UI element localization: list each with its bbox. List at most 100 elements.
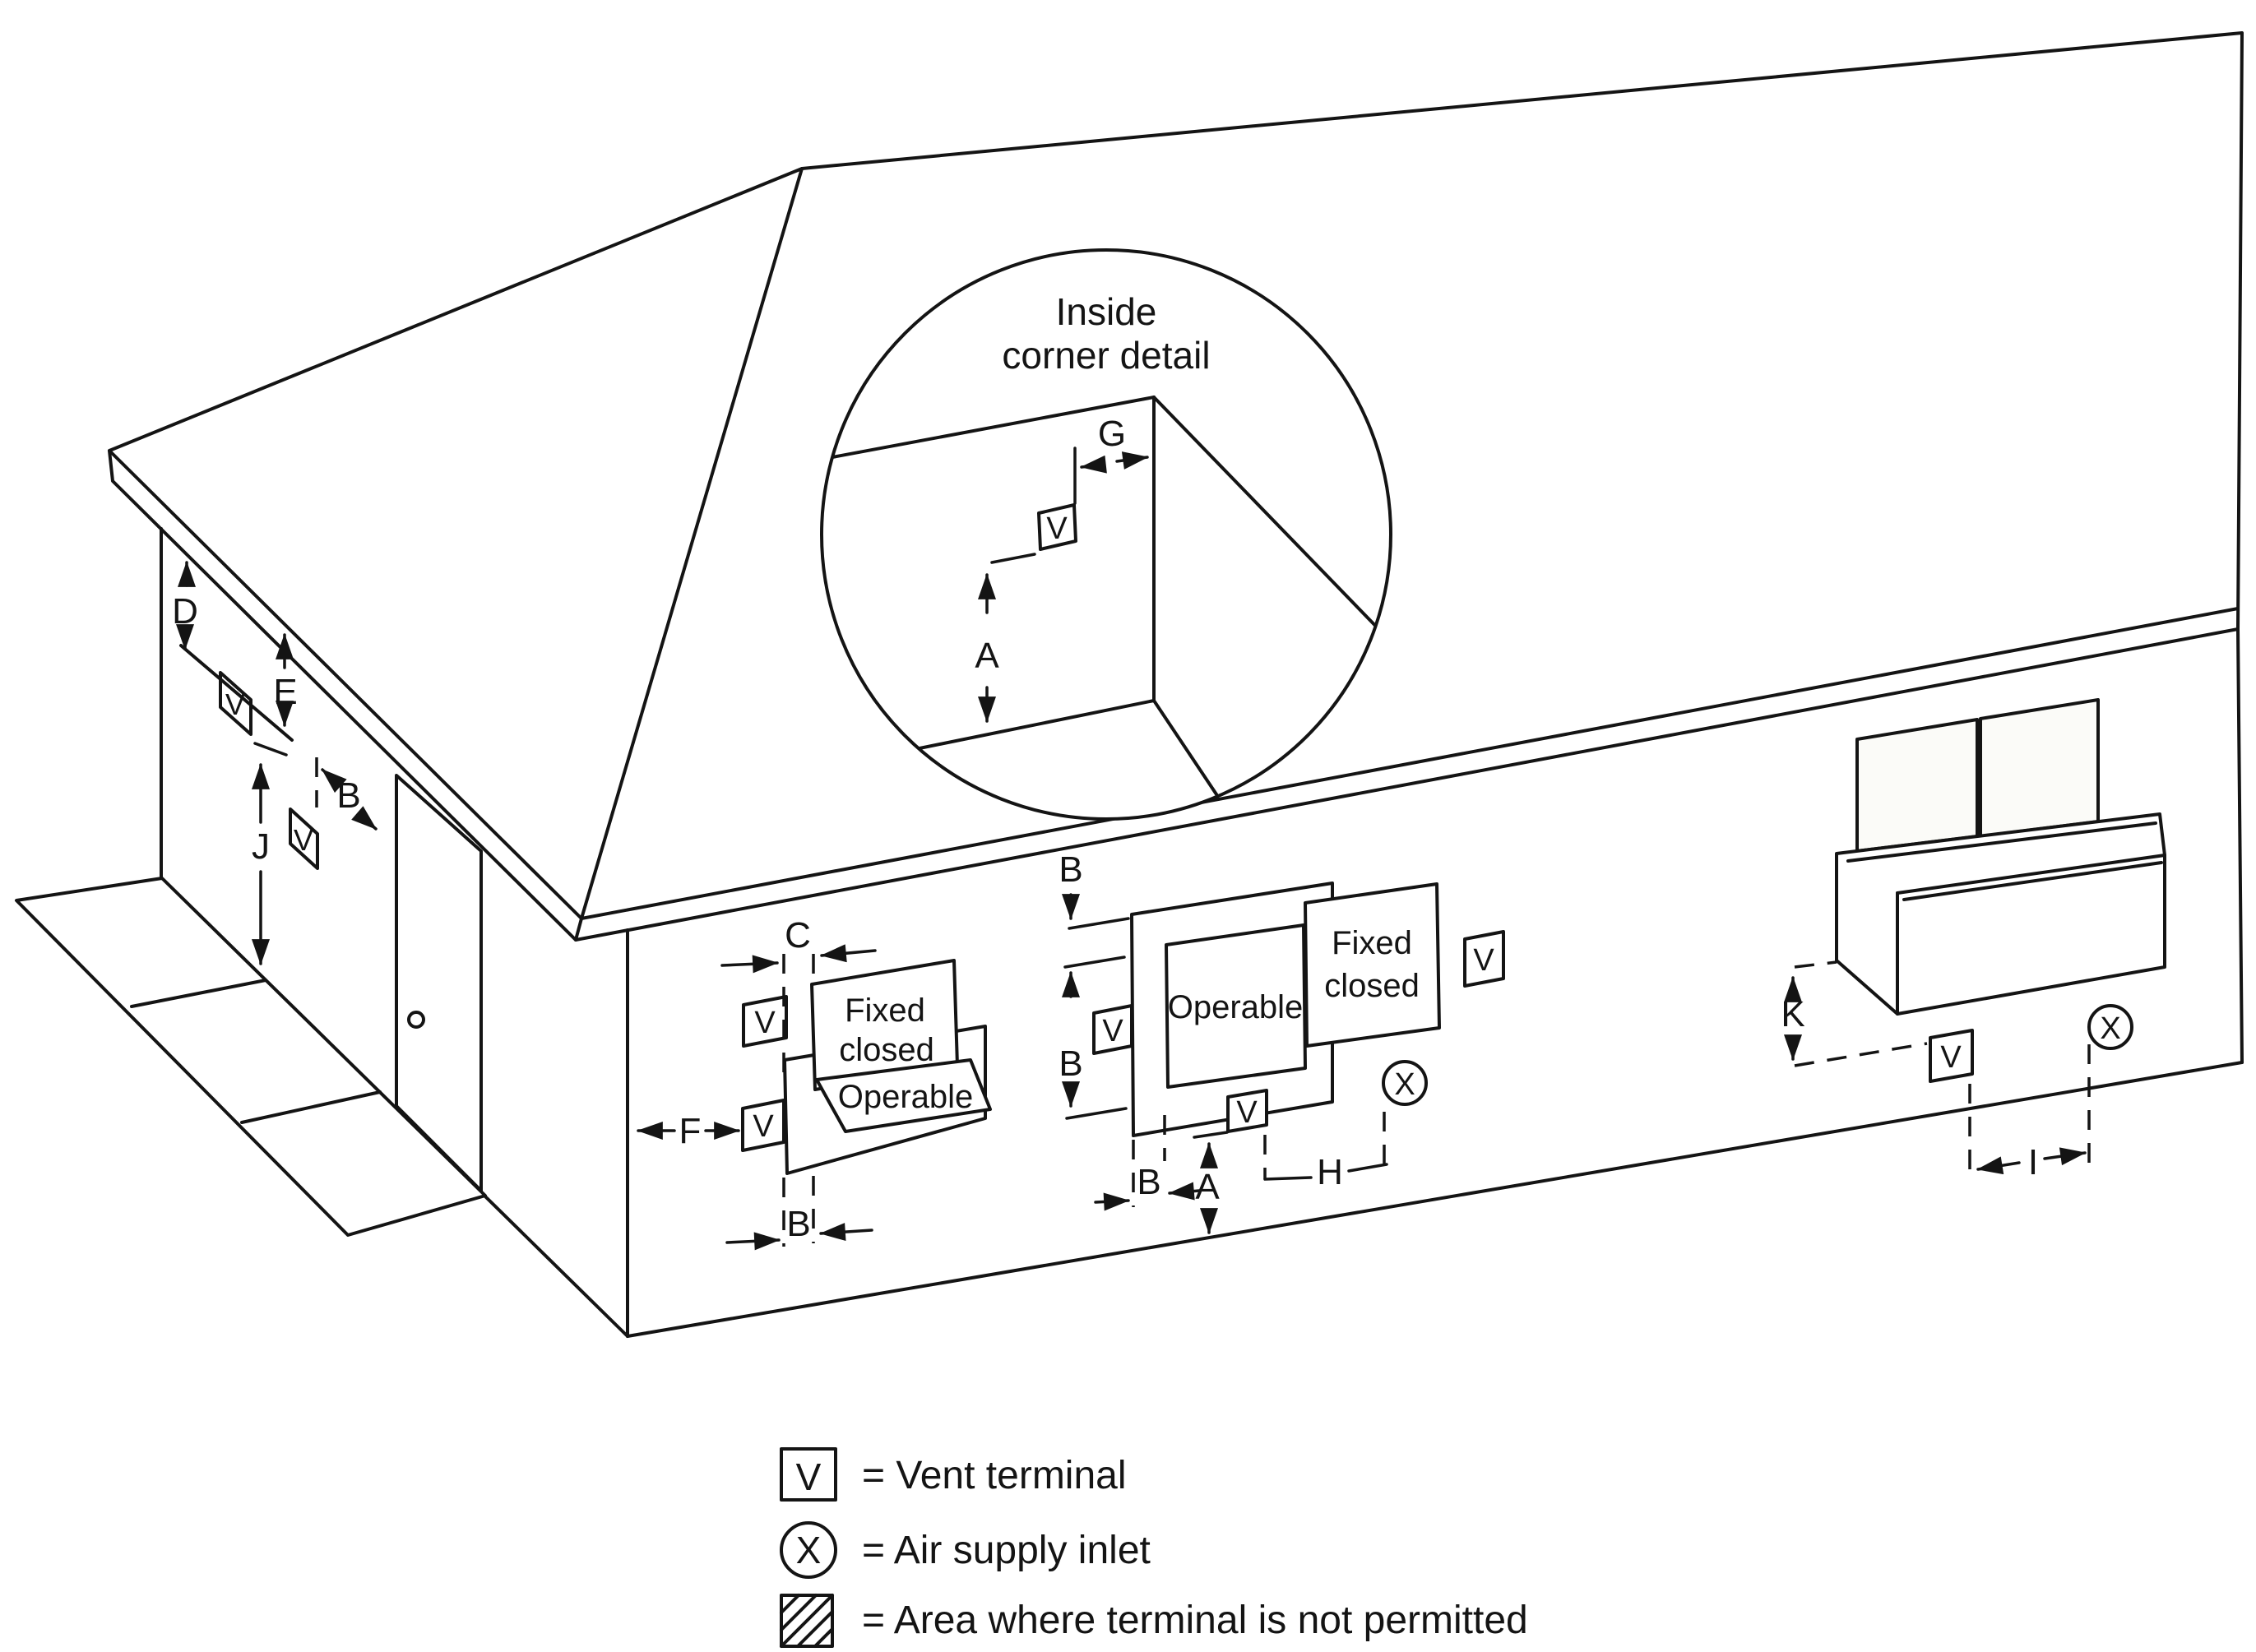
air-inlet-letter: X [2100,1011,2120,1046]
dim-c-arrow-right [820,944,877,963]
balcony-door-panel-right [1979,698,2100,838]
vent-terminal-window1-upper: V [742,995,788,1048]
hatch-swatch-icon [780,1594,834,1648]
dim-b1-arrow-right [819,1223,873,1242]
walkway-joint-2 [240,1090,382,1124]
dim-b2bot-arrow-left [1168,1182,1201,1201]
balcony-door-panel-left [1855,718,1979,853]
legend-item-prohibited-area: = Area where terminal is not permitted [780,1594,1528,1648]
door-knob [407,1011,425,1029]
vent-letter: V [294,823,313,857]
no-terminal-area-2 [1130,882,1334,1137]
dim-c-arrow-left [720,955,779,974]
dim-a-detail-tick [990,553,1036,564]
window1-dimensions: C F B [637,915,877,1251]
vent-letter: V [1046,511,1068,546]
vent-box-icon [219,671,252,736]
balcony-rim-inner-front [1902,861,2163,901]
dim-label-k: K [1781,994,1804,1034]
dim-label-f: F [679,1111,702,1151]
vent-box-icon [742,995,788,1048]
legend-item-vent-terminal: V = Vent terminal [780,1447,1127,1502]
air-supply-inlet-right: X [2087,1004,2133,1050]
vent-terminal-window2-left: V [1092,1004,1133,1055]
dim-label-b-w2-top: B [1059,849,1082,890]
dim-b2mid-tick [1065,1107,1128,1120]
dim-g-arrow-right [1115,451,1149,470]
balcony-dimensions: K I [1781,960,2091,1182]
roof-front-hip-edge [580,167,804,920]
legend-hatch-label: = Area where terminal is not permitted [862,1599,1528,1642]
vent-box-icon [1037,503,1077,551]
dim-label-b-w2-bottom: B [1137,1162,1160,1202]
dim-label-b-window1: B [786,1204,810,1244]
walkway [15,877,487,1237]
inside-corner-detail: Inside corner detail G V A [820,248,1392,821]
dim-label-i: I [2028,1142,2038,1182]
vent-terminal-window1-lower: V [741,1099,785,1152]
balcony-box [1835,812,2166,1016]
legend-item-air-supply-inlet: X = Air supply inlet [780,1521,1151,1579]
air-inlet-letter: X [796,1529,822,1571]
detail-right-wall-top [1152,396,1391,664]
dim-j-top-tick [253,742,288,757]
window2-dimensions: B B B A H [1059,849,1388,1234]
vent-terminal-window2-right: V [1463,930,1505,988]
dim-label-b-gable: B [336,775,360,816]
vent-box-icon [741,1099,785,1152]
dim-b1-arrow-left [725,1232,781,1251]
window2-fixed-closed [1304,882,1441,1048]
front-wall-right-edge [2236,627,2244,1064]
air-inlet-icon [780,1521,837,1579]
roof-eave-corner-joint [574,917,583,942]
dim-k-bottom-dashed [1794,1042,1928,1067]
air-inlet-letter: X [1394,1067,1415,1102]
dim-h-seg-right [1347,1163,1388,1173]
vent-letter: V [754,1006,776,1040]
dim-b-gable-arrow-down [351,806,378,831]
vent-letter: V [1102,1014,1123,1048]
vent-box-icon [780,1447,837,1502]
dim-b2top-tick-1 [1068,917,1130,930]
dim-i-arrow-right [2043,1147,2087,1166]
dim-a2-tick [1193,1131,1229,1139]
air-inlet-icon [1382,1060,1428,1106]
detail-circle [820,248,1392,821]
legend-vent-label: = Vent terminal [862,1454,1127,1497]
detail-title-line2: corner detail [1002,334,1210,377]
vent-letter: V [1940,1040,1962,1075]
dim-label-g: G [1098,414,1126,454]
dim-k-top-tick [1794,960,1837,969]
vent-box-icon [1226,1089,1268,1133]
walkway-joint-1 [130,979,267,1008]
dim-label-j: J [252,826,270,867]
dim-label-a-window2: A [1195,1167,1220,1207]
dim-b-gable-arrow-up [321,768,347,794]
window1-operable [815,1058,992,1133]
dim-label-a-detail: A [975,636,999,676]
window2-operable-label: Operable [1168,989,1304,1025]
window2-fixed-label-1: Fixed [1332,925,1412,961]
gable-dimensions: D E J B [172,561,378,965]
dim-label-e: E [273,672,297,712]
balcony-front-top-edge [1896,854,2166,895]
dim-b2top-tick-2 [1063,956,1126,969]
dim-g-arrow-left [1080,455,1107,474]
dim-label-b-w2-mid: B [1059,1043,1082,1084]
legend-air-label: = Air supply inlet [862,1529,1151,1572]
vent-letter: V [1473,943,1494,978]
detail-title-line1: Inside [1056,290,1157,333]
window1-fixed-label-1: Fixed [845,993,925,1029]
vent-terminal-balcony: V [1929,1029,1974,1083]
roof-eave-top-line [580,607,2240,920]
window1-operable-label: Operable [838,1079,974,1115]
vent-box-icon [1929,1029,1974,1083]
air-inlet-icon [2087,1004,2133,1050]
detail-left-wall-top [822,396,1156,464]
window2-operable [1165,923,1307,1089]
window-group-1: Fixed closed Operable [783,959,992,1175]
window1-fixed-label-2: closed [839,1032,934,1068]
vent-terminal-gable-lower: V [289,807,319,870]
